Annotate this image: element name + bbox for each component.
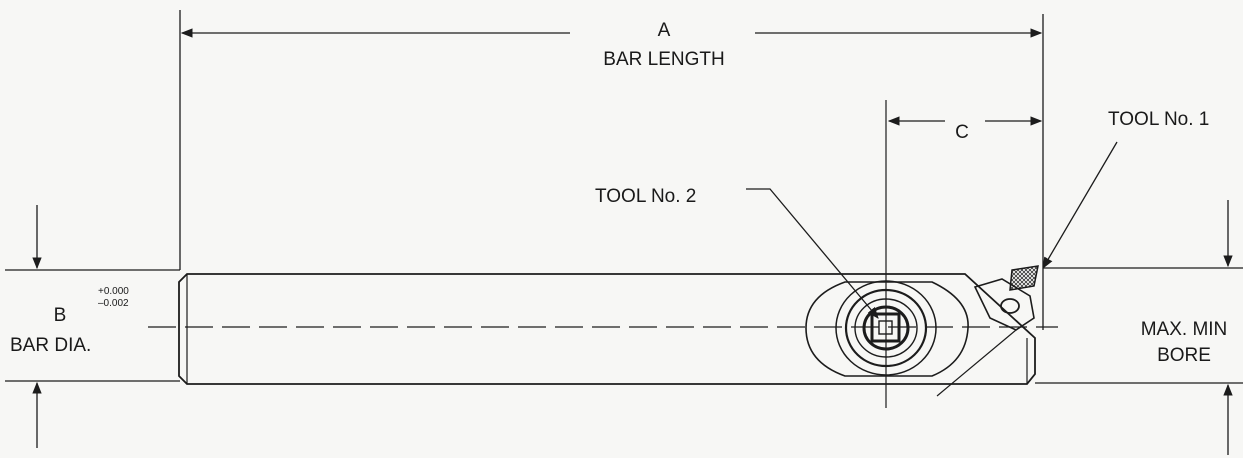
tool-1-shank-line [936,329,1017,397]
dimension-b-label: BAR DIA. [10,335,92,356]
tolerance-plus: +0.000 [98,286,129,297]
dimension-a-label: BAR LENGTH [603,49,725,70]
dimension-a-letter: A [657,20,671,41]
tool-1-head [936,265,1039,397]
bore-label-line-1: MAX. MIN [1140,319,1228,340]
tool-2-flat-oval [805,281,969,377]
bore-label-line-2: BORE [1157,345,1211,366]
tool-2-outer-ring [835,280,937,376]
leader-lines [746,141,1118,319]
dimension-b-letter: B [53,305,67,326]
tool-2-inner-ring [854,298,918,358]
tolerance-minus: –0.002 [98,298,129,309]
tool-1-cutter-insert [1009,265,1039,291]
boring-bar [178,273,1036,385]
tool-1-screw [1000,298,1020,314]
tool-2-label: TOOL No. 2 [595,186,697,207]
tool-2-bit-core [878,320,893,335]
tool-2-bore [862,305,910,351]
tool-2-mid-ring [844,288,928,368]
dimension-c-letter: C [955,122,969,143]
tool-2-leader [746,188,879,319]
tool-2-head [805,280,969,377]
tool-1-label: TOOL No. 1 [1108,109,1210,130]
tool-1-leader [1042,141,1118,270]
extension-lines [5,10,1243,384]
tool-1-clamp [973,278,1035,331]
tool-2-square-bit [870,312,901,343]
